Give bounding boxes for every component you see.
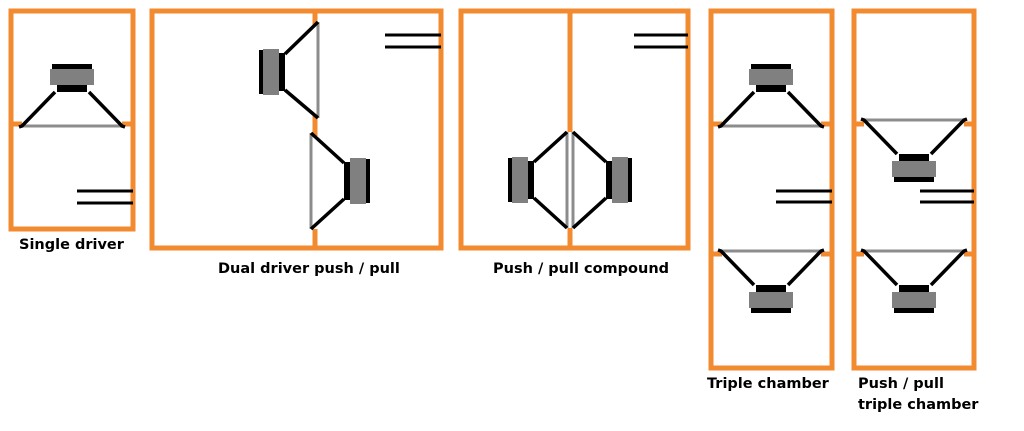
enclosure-wall: [8, 8, 136, 232]
cone-side: [860, 117, 899, 156]
enclosure-wall: [458, 8, 691, 251]
voice-coil: [899, 154, 929, 161]
back-plate: [52, 64, 92, 69]
voice-coil: [606, 161, 612, 199]
cone-side: [283, 20, 320, 56]
cone-side: [786, 90, 825, 129]
back-plate: [894, 177, 934, 182]
label-single-driver: Single driver: [19, 237, 124, 253]
cone-side: [18, 90, 57, 129]
cone-side: [532, 196, 569, 230]
magnet: [350, 158, 366, 204]
cone-side: [717, 90, 756, 129]
port-icon: [776, 189, 832, 204]
design-dual-driver-push-pull: [149, 8, 444, 251]
speaker-driver-icon: [860, 117, 968, 182]
cone-side: [309, 197, 346, 231]
label-triple-chamber: Triple chamber: [707, 376, 829, 392]
port-icon: [385, 33, 441, 49]
magnet: [50, 69, 94, 85]
cone-side: [532, 130, 569, 164]
magnet: [512, 157, 528, 203]
speaker-driver-icon: [571, 130, 632, 230]
voice-coil: [899, 285, 929, 292]
label-push-pull-triple-line1: Push / pull: [858, 376, 944, 392]
cone-side: [571, 196, 608, 230]
voice-coil: [528, 161, 534, 199]
port-icon: [77, 189, 133, 205]
back-plate: [508, 158, 512, 202]
speaker-driver-icon: [508, 130, 569, 230]
cone-side: [571, 130, 608, 164]
back-plate: [751, 64, 791, 69]
speaker-driver-icon: [717, 248, 825, 313]
port-icon: [920, 189, 974, 204]
cone-side: [929, 117, 968, 156]
design-push-pull-triple-chamber: [851, 8, 977, 371]
magnet: [892, 292, 936, 308]
speaker-driver-icon: [259, 20, 320, 120]
label-dual-driver-push-pull: Dual driver push / pull: [218, 261, 400, 277]
cone-side: [87, 90, 126, 129]
speaker-driver-icon: [860, 248, 968, 313]
magnet: [749, 69, 793, 85]
magnet: [892, 161, 936, 177]
cone-side: [929, 248, 968, 287]
back-plate: [366, 159, 370, 203]
design-single-driver: [8, 8, 136, 232]
label-push-pull-compound: Push / pull compound: [493, 261, 670, 277]
design-triple-chamber: [708, 8, 835, 371]
back-plate: [628, 158, 632, 202]
cone-side: [786, 248, 825, 287]
back-plate: [894, 308, 934, 313]
cone-side: [860, 248, 899, 287]
voice-coil: [756, 85, 786, 92]
magnet: [263, 49, 279, 95]
magnet: [749, 292, 793, 308]
voice-coil: [279, 53, 285, 91]
speaker-driver-icon: [18, 64, 126, 129]
voice-coil: [57, 85, 87, 92]
voice-coil: [756, 285, 786, 292]
cone-side: [717, 248, 756, 287]
port-icon: [634, 33, 688, 49]
cone-side: [309, 131, 346, 165]
enclosure-wall: [149, 8, 444, 251]
magnet: [612, 157, 628, 203]
cone-side: [283, 88, 320, 120]
voice-coil: [344, 162, 350, 200]
label-push-pull-triple-line2: triple chamber: [858, 397, 979, 413]
design-push-pull-compound: [458, 8, 691, 251]
speaker-driver-icon: [309, 131, 370, 231]
back-plate: [751, 308, 791, 313]
back-plate: [259, 50, 263, 94]
speaker-driver-icon: [717, 64, 825, 129]
